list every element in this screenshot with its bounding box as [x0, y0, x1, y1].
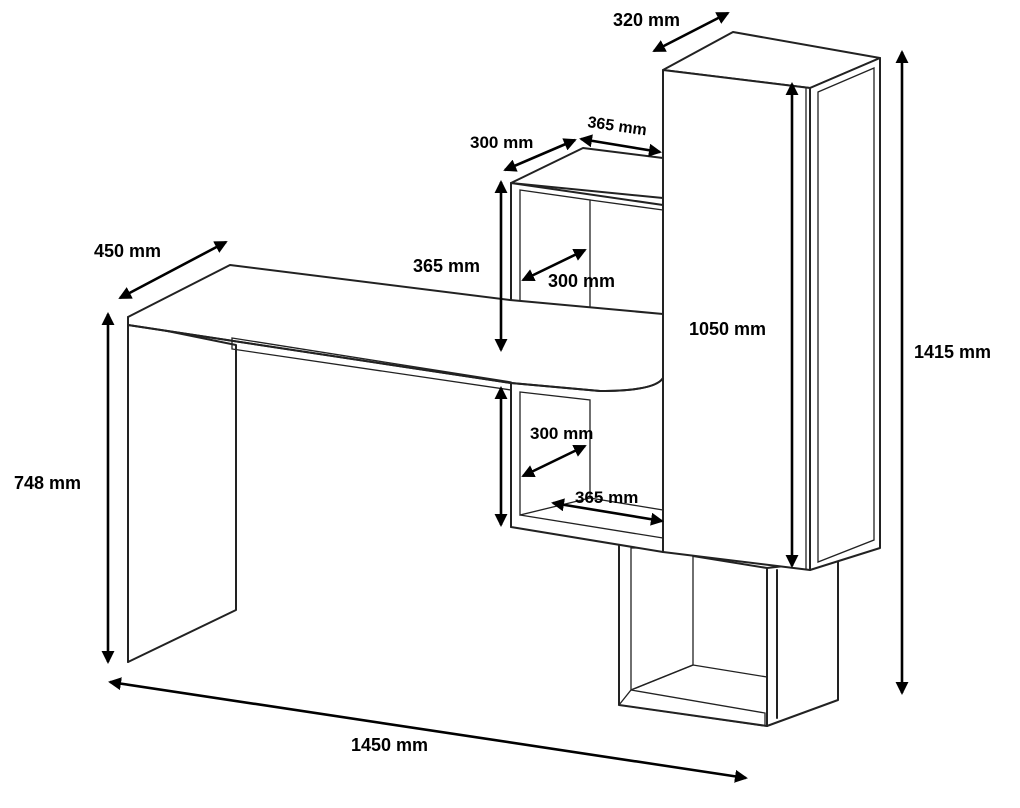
dimension-labels: 320 mm 365 mm 300 mm 450 mm 365 mm 300 m… — [14, 10, 991, 755]
shelf-top-depth-arrow — [503, 138, 577, 172]
desk-depth-arrow — [118, 240, 228, 300]
bottom-open-cube — [617, 542, 839, 727]
label-cabinet-depth: 320 mm — [613, 10, 680, 30]
label-upper-shelf-inner-depth: 300 mm — [548, 271, 615, 291]
lower-shelf-inner-depth-arrow — [521, 444, 587, 478]
cabinet-depth-arrow — [652, 11, 730, 53]
lower-shelf-width-arrow — [551, 498, 664, 526]
label-total-width: 1450 mm — [351, 735, 428, 755]
tall-cabinet — [662, 31, 881, 571]
upper-shelf-inner-depth-arrow — [521, 248, 587, 282]
total-width-arrow — [108, 677, 748, 783]
label-desk-height: 748 mm — [14, 473, 81, 493]
label-shelf-top-depth: 300 mm — [470, 133, 533, 152]
shelf-top-width-arrow — [579, 134, 662, 157]
label-cabinet-height: 1050 mm — [689, 319, 766, 339]
dimension-arrows — [101, 11, 909, 783]
label-total-height: 1415 mm — [914, 342, 991, 362]
label-lower-shelf-width: 365 mm — [575, 488, 638, 507]
label-shelf-top-width: 365 mm — [586, 114, 647, 139]
desk — [127, 264, 664, 663]
label-lower-shelf-inner-depth: 300 mm — [530, 424, 593, 443]
label-upper-shelf-height: 365 mm — [413, 256, 480, 276]
label-desk-depth: 450 mm — [94, 241, 161, 261]
